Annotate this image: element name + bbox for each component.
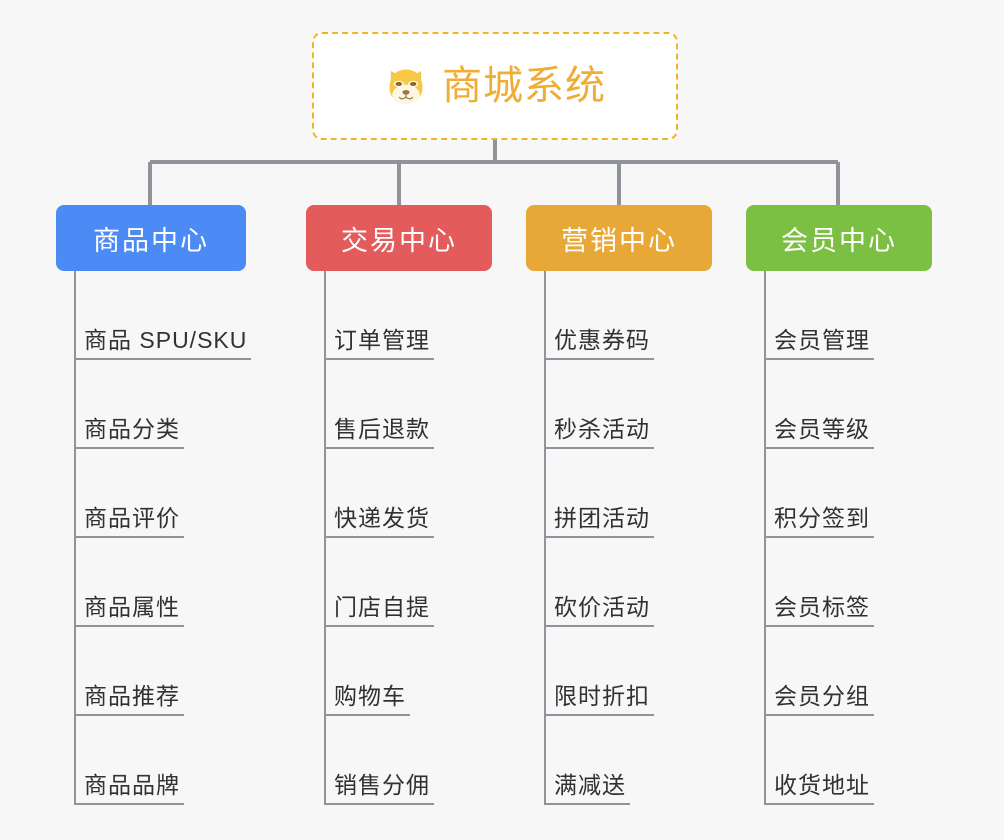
leaf-label: 会员标签 [764, 594, 874, 627]
list-item[interactable]: 订单管理 [324, 271, 492, 360]
leaf-label: 商品属性 [74, 594, 184, 627]
leaf-label: 积分签到 [764, 505, 874, 538]
leaf-label: 砍价活动 [544, 594, 654, 627]
leaf-label: 拼团活动 [544, 505, 654, 538]
leaf-spine [764, 271, 766, 805]
branch-column-product: 商品中心 商品 SPU/SKU 商品分类 商品评价 商品属性 商品推荐 商品品牌 [56, 205, 252, 805]
list-item[interactable]: 商品分类 [74, 360, 246, 449]
leaf-label: 商品推荐 [74, 683, 184, 716]
list-item[interactable]: 会员管理 [764, 271, 932, 360]
leaf-label: 满减送 [544, 772, 630, 805]
list-item[interactable]: 商品评价 [74, 449, 246, 538]
list-item[interactable]: 积分签到 [764, 449, 932, 538]
leaf-spine [74, 271, 76, 805]
leaf-label: 门店自提 [324, 594, 434, 627]
leaf-spine [324, 271, 326, 805]
list-item[interactable]: 购物车 [324, 627, 492, 716]
branch-column-trade: 交易中心 订单管理 售后退款 快递发货 门店自提 购物车 销售分佣 [306, 205, 492, 805]
page-title: 商城系统 [442, 64, 606, 108]
branch-header-label: 营销中心 [561, 225, 677, 256]
leaf-list-trade: 订单管理 售后退款 快递发货 门店自提 购物车 销售分佣 [306, 271, 492, 805]
leaf-label: 商品 SPU/SKU [74, 327, 252, 360]
leaf-label: 会员管理 [764, 327, 874, 360]
root-node[interactable]: 商城系统 [312, 32, 678, 140]
list-item[interactable]: 会员等级 [764, 360, 932, 449]
list-item[interactable]: 收货地址 [764, 716, 932, 805]
leaf-label: 订单管理 [324, 327, 434, 360]
list-item[interactable]: 优惠券码 [544, 271, 712, 360]
leaf-label: 限时折扣 [544, 683, 654, 716]
branch-header-marketing[interactable]: 营销中心 [526, 205, 712, 271]
list-item[interactable]: 商品推荐 [74, 627, 246, 716]
list-item[interactable]: 砍价活动 [544, 538, 712, 627]
branch-column-member: 会员中心 会员管理 会员等级 积分签到 会员标签 会员分组 收货地址 [746, 205, 932, 805]
list-item[interactable]: 满减送 [544, 716, 712, 805]
branch-header-member[interactable]: 会员中心 [746, 205, 932, 271]
list-item[interactable]: 会员分组 [764, 627, 932, 716]
leaf-label: 购物车 [324, 683, 410, 716]
leaf-label: 售后退款 [324, 416, 434, 449]
leaf-list-product: 商品 SPU/SKU 商品分类 商品评价 商品属性 商品推荐 商品品牌 [56, 271, 252, 805]
list-item[interactable]: 秒杀活动 [544, 360, 712, 449]
leaf-label: 销售分佣 [324, 772, 434, 805]
leaf-label: 收货地址 [764, 772, 874, 805]
leaf-list-member: 会员管理 会员等级 积分签到 会员标签 会员分组 收货地址 [746, 271, 932, 805]
list-item[interactable]: 商品 SPU/SKU [74, 271, 252, 360]
leaf-label: 秒杀活动 [544, 416, 654, 449]
shiba-dog-face-icon [389, 69, 423, 104]
leaf-label: 商品品牌 [74, 772, 184, 805]
leaf-label: 会员分组 [764, 683, 874, 716]
list-item[interactable]: 商品品牌 [74, 716, 246, 805]
leaf-label: 快递发货 [324, 505, 434, 538]
list-item[interactable]: 会员标签 [764, 538, 932, 627]
leaf-label: 商品分类 [74, 416, 184, 449]
leaf-spine [544, 271, 546, 805]
leaf-label: 优惠券码 [544, 327, 654, 360]
branch-header-product[interactable]: 商品中心 [56, 205, 246, 271]
list-item[interactable]: 商品属性 [74, 538, 246, 627]
list-item[interactable]: 拼团活动 [544, 449, 712, 538]
branch-header-label: 交易中心 [341, 225, 457, 256]
leaf-list-marketing: 优惠券码 秒杀活动 拼团活动 砍价活动 限时折扣 满减送 [526, 271, 712, 805]
branch-column-marketing: 营销中心 优惠券码 秒杀活动 拼团活动 砍价活动 限时折扣 满减送 [526, 205, 712, 805]
leaf-label: 商品评价 [74, 505, 184, 538]
branch-header-trade[interactable]: 交易中心 [306, 205, 492, 271]
branch-header-label: 会员中心 [781, 225, 897, 256]
list-item[interactable]: 门店自提 [324, 538, 492, 627]
list-item[interactable]: 销售分佣 [324, 716, 492, 805]
list-item[interactable]: 限时折扣 [544, 627, 712, 716]
list-item[interactable]: 售后退款 [324, 360, 492, 449]
branch-header-label: 商品中心 [93, 225, 209, 256]
leaf-label: 会员等级 [764, 416, 874, 449]
list-item[interactable]: 快递发货 [324, 449, 492, 538]
